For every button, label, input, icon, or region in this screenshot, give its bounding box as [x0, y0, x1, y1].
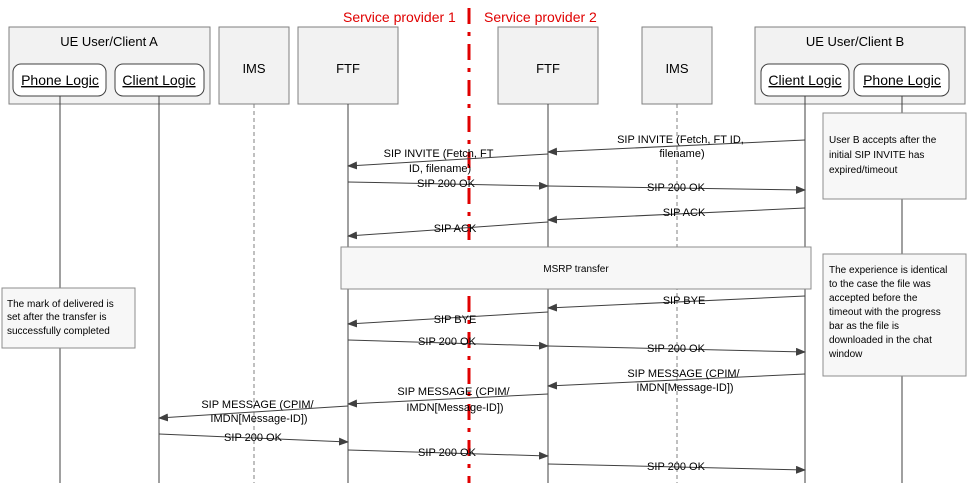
note-user-b-accepts: User B accepts after the initial SIP INV… [822, 112, 967, 200]
message-7: SIP BYE [547, 295, 806, 312]
message-3: SIP 200 OK [347, 178, 549, 190]
message-13-label: SIP MESSAGE (CPIM/ IMDN[Message-ID]) [201, 399, 316, 425]
message-14-label: SIP 200 OK [224, 432, 283, 444]
message-7-label: SIP BYE [663, 295, 706, 307]
client-a-title: UE User/Client A [60, 34, 158, 49]
message-16: SIP 200 OK [547, 461, 806, 474]
note-delivered: The mark of delivered is set after the t… [1, 287, 136, 349]
note-experience: The experience is identical to the case … [822, 253, 967, 377]
participant-ims-a: IMS [218, 26, 290, 105]
message-16-label: SIP 200 OK [647, 461, 706, 473]
message-12: SIP MESSAGE (CPIM/ IMDN[Message-ID]) [347, 386, 549, 414]
ftf-b-box [497, 26, 599, 105]
client-b-client-logic-label: Client Logic [768, 72, 841, 88]
message-4: SIP 200 OK [547, 182, 806, 194]
message-8-label: SIP BYE [434, 314, 477, 326]
note-user-b-accepts-text: User B accepts after the initial SIP INV… [829, 135, 939, 176]
message-14: SIP 200 OK [158, 432, 349, 446]
ims-a-title: IMS [242, 61, 265, 76]
message-5-label: SIP ACK [663, 207, 706, 219]
message-4-label: SIP 200 OK [647, 182, 706, 194]
ims-a-box [218, 26, 290, 105]
participant-ims-b: IMS [641, 26, 713, 105]
client-a-client-logic-label: Client Logic [122, 72, 195, 88]
message-6: SIP ACK [347, 221, 549, 240]
client-b-title: UE User/Client B [806, 34, 904, 49]
msrp-transfer-box [340, 246, 812, 290]
message-15: SIP 200 OK [347, 447, 549, 460]
participant-client-a: UE User/Client A Phone Logic Client Logi… [8, 26, 211, 105]
participant-ftf-a: FTF [297, 26, 399, 105]
note-experience-box [822, 253, 967, 377]
msrp-transfer-label: MSRP transfer [543, 264, 609, 275]
message-3-label: SIP 200 OK [417, 178, 476, 190]
msrp-transfer-band: MSRP transfer [340, 246, 812, 290]
message-1: SIP INVITE (Fetch, FT ID, filename) [547, 134, 806, 160]
message-8: SIP BYE [347, 311, 549, 328]
ftf-b-title: FTF [536, 61, 560, 76]
participant-ftf-b: FTF [497, 26, 599, 105]
message-15-label: SIP 200 OK [418, 447, 477, 459]
message-1-label: SIP INVITE (Fetch, FT ID, filename) [617, 134, 747, 160]
client-a-phone-logic-label: Phone Logic [21, 72, 99, 88]
ims-b-title: IMS [665, 61, 688, 76]
provider-2-label: Service provider 2 [484, 9, 597, 25]
provider-1-label: Service provider 1 [343, 9, 456, 25]
ftf-a-box [297, 26, 399, 105]
ims-b-box [641, 26, 713, 105]
message-11-label: SIP MESSAGE (CPIM/ IMDN[Message-ID]) [627, 368, 742, 394]
note-delivered-box [1, 287, 136, 349]
note-user-b-accepts-box [822, 112, 967, 200]
message-12-label: SIP MESSAGE (CPIM/ IMDN[Message-ID]) [397, 386, 512, 414]
message-10-label: SIP 200 OK [647, 343, 706, 355]
note-experience-text: The experience is identical to the case … [828, 265, 950, 360]
message-6-label: SIP ACK [434, 223, 477, 235]
message-9: SIP 200 OK [347, 336, 549, 350]
message-2-label: SIP INVITE (Fetch, FT ID, filename) [384, 148, 497, 175]
message-10: SIP 200 OK [547, 343, 806, 356]
message-9-label: SIP 200 OK [418, 336, 477, 348]
message-2: SIP INVITE (Fetch, FT ID, filename) [347, 148, 549, 175]
message-5: SIP ACK [547, 207, 806, 224]
message-11: SIP MESSAGE (CPIM/ IMDN[Message-ID]) [547, 368, 806, 394]
participant-client-b: UE User/Client B Client Logic Phone Logi… [754, 26, 966, 105]
note-delivered-text: The mark of delivered is set after the t… [7, 299, 117, 337]
client-b-phone-logic-label: Phone Logic [863, 72, 941, 88]
message-13: SIP MESSAGE (CPIM/ IMDN[Message-ID]) [158, 399, 349, 425]
ftf-a-title: FTF [336, 61, 360, 76]
